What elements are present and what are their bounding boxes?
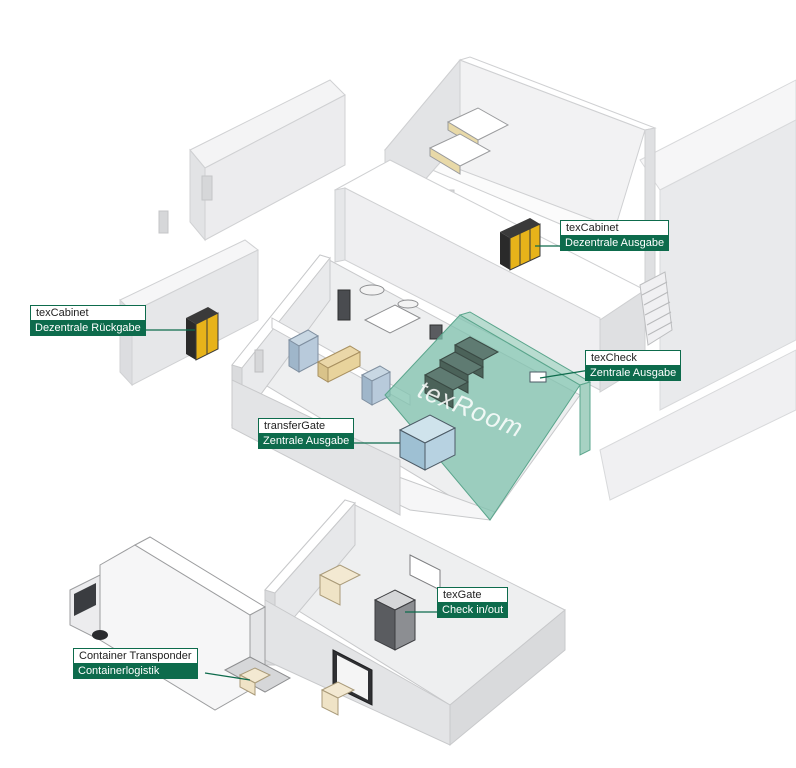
- cabinet-left: [186, 307, 219, 361]
- bed-2: [428, 133, 492, 175]
- callout-title: texCheck: [585, 350, 682, 366]
- cabinet-upper: [500, 218, 541, 271]
- callout-subtitle: Check in/out: [437, 603, 509, 618]
- callout-subtitle: Containerlogistik: [73, 664, 198, 679]
- shelf-wood: [316, 345, 362, 383]
- container-on-ramp: [238, 667, 272, 696]
- texgate-unit: [373, 589, 417, 651]
- callout-subtitle: Dezentrale Ausgabe: [560, 236, 670, 251]
- callout-title: transferGate: [258, 418, 355, 434]
- texroom: [384, 311, 592, 521]
- callout-subtitle: Dezentrale Rückgabe: [30, 321, 146, 336]
- receiving-room: [264, 499, 566, 747]
- container-outside: [320, 681, 356, 716]
- callout-transfergate[interactable]: transferGate Zentrale Ausgabe: [258, 418, 355, 449]
- lockers-right: [360, 365, 392, 406]
- callout-texgate[interactable]: texGate Check in/out: [437, 587, 509, 618]
- right-wing: [599, 79, 796, 501]
- containers-inside: [318, 564, 362, 606]
- callout-subtitle: Zentrale Ausgabe: [585, 366, 682, 381]
- callout-title: Container Transponder: [73, 648, 198, 664]
- staircase: [639, 271, 673, 346]
- callout-subtitle: Zentrale Ausgabe: [258, 434, 355, 449]
- callout-texcheck[interactable]: texCheck Zentrale Ausgabe: [585, 350, 682, 381]
- callout-title: texCabinet: [560, 220, 670, 236]
- surgery-equipment: [337, 284, 443, 340]
- callout-texcabinet-rueckgabe[interactable]: texCabinet Dezentrale Rückgabe: [30, 305, 146, 336]
- shelf-3: [423, 366, 470, 409]
- callout-container-transponder[interactable]: Container Transponder Containerlogistik: [73, 648, 198, 679]
- callout-title: texCabinet: [30, 305, 146, 321]
- callout-texcabinet-ausgabe[interactable]: texCabinet Dezentrale Ausgabe: [560, 220, 670, 251]
- transfer-gate-unit: [398, 414, 457, 471]
- callout-title: texGate: [437, 587, 509, 603]
- upper-left-wing: [158, 79, 346, 242]
- delivery-truck: [69, 536, 292, 711]
- lockers-left: [287, 329, 320, 373]
